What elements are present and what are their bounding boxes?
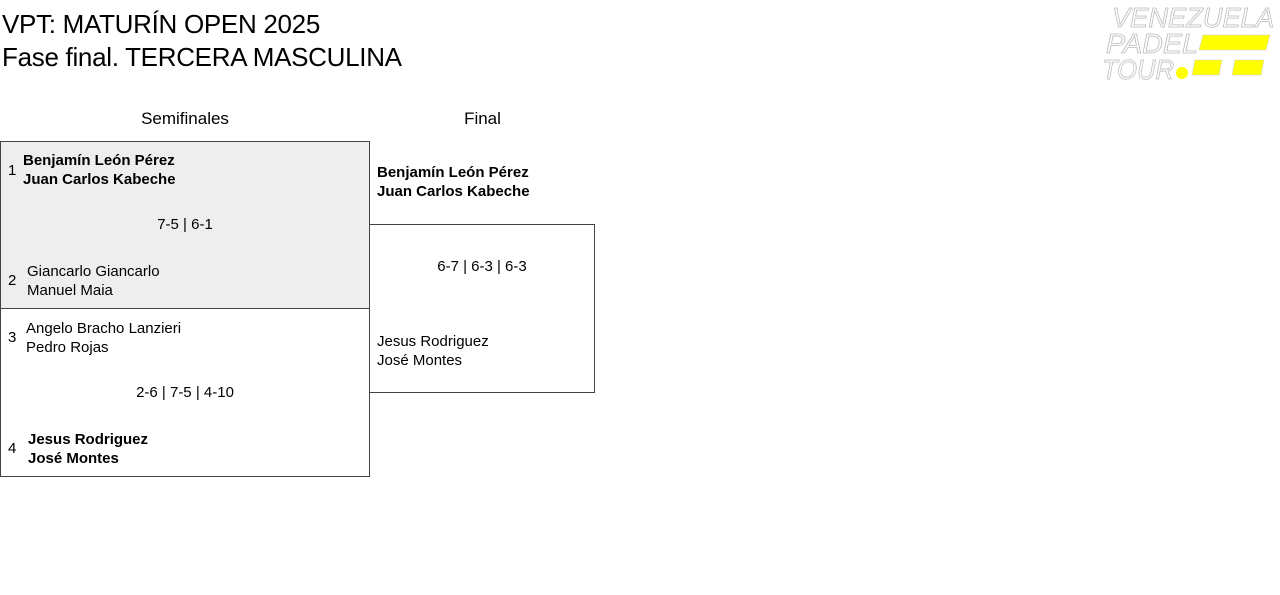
player-name: Benjamín León Pérez	[23, 152, 175, 169]
player-name: Manuel Maia	[27, 282, 113, 299]
team: Angelo Bracho Lanzieri Pedro Rojas	[26, 319, 181, 357]
player-name: Jesus Rodriguez	[377, 333, 489, 350]
match-score: 7-5 | 6-1	[157, 216, 213, 233]
venezuela-padel-tour-logo: VENEZUELA PADEL TOUR	[1102, 2, 1275, 82]
page-title: VPT: MATURÍN OPEN 2025	[2, 9, 321, 39]
semifinal-match-1: 1 Benjamín León Pérez Juan Carlos Kabech…	[0, 141, 370, 309]
round-header-final: Final	[464, 109, 501, 128]
page-subtitle: Fase final. TERCERA MASCULINA	[2, 42, 402, 72]
semifinal-match-2: 3 Angelo Bracho Lanzieri Pedro Rojas 2-6…	[0, 308, 370, 477]
seed-number: 4	[8, 440, 17, 457]
svg-text:PADEL: PADEL	[1106, 28, 1198, 59]
player-name: Juan Carlos Kabeche	[377, 183, 530, 200]
seed-number: 3	[8, 329, 17, 346]
player-name: José Montes	[377, 352, 463, 369]
player-name: Juan Carlos Kabeche	[23, 171, 176, 188]
player-name: Giancarlo Giancarlo	[27, 263, 160, 280]
player-name: Angelo Bracho Lanzieri	[26, 320, 182, 337]
team-winner: Jesus Rodriguez José Montes	[28, 430, 148, 468]
round-header-semifinales: Semifinales	[141, 109, 229, 128]
final-team-winner: Benjamín León Pérez Juan Carlos Kabeche	[377, 163, 530, 201]
seed-number: 2	[8, 272, 17, 289]
player-name: José Montes	[28, 450, 119, 467]
match-score: 2-6 | 7-5 | 4-10	[136, 384, 234, 401]
seed-number: 1	[8, 162, 17, 179]
match-score: 6-7 | 6-3 | 6-3	[437, 258, 527, 275]
final-team: Jesus Rodriguez José Montes	[377, 332, 489, 370]
player-name: Jesus Rodriguez	[28, 431, 149, 448]
team: Giancarlo Giancarlo Manuel Maia	[27, 262, 160, 300]
player-name: Pedro Rojas	[26, 339, 109, 356]
svg-text:TOUR: TOUR	[1102, 54, 1174, 82]
svg-text:VENEZUELA: VENEZUELA	[1112, 2, 1274, 33]
team-winner: Benjamín León Pérez Juan Carlos Kabeche	[23, 151, 176, 189]
player-name: Benjamín León Pérez	[377, 164, 529, 181]
final-match: 6-7 | 6-3 | 6-3 Jesus Rodriguez José Mon…	[369, 224, 595, 393]
